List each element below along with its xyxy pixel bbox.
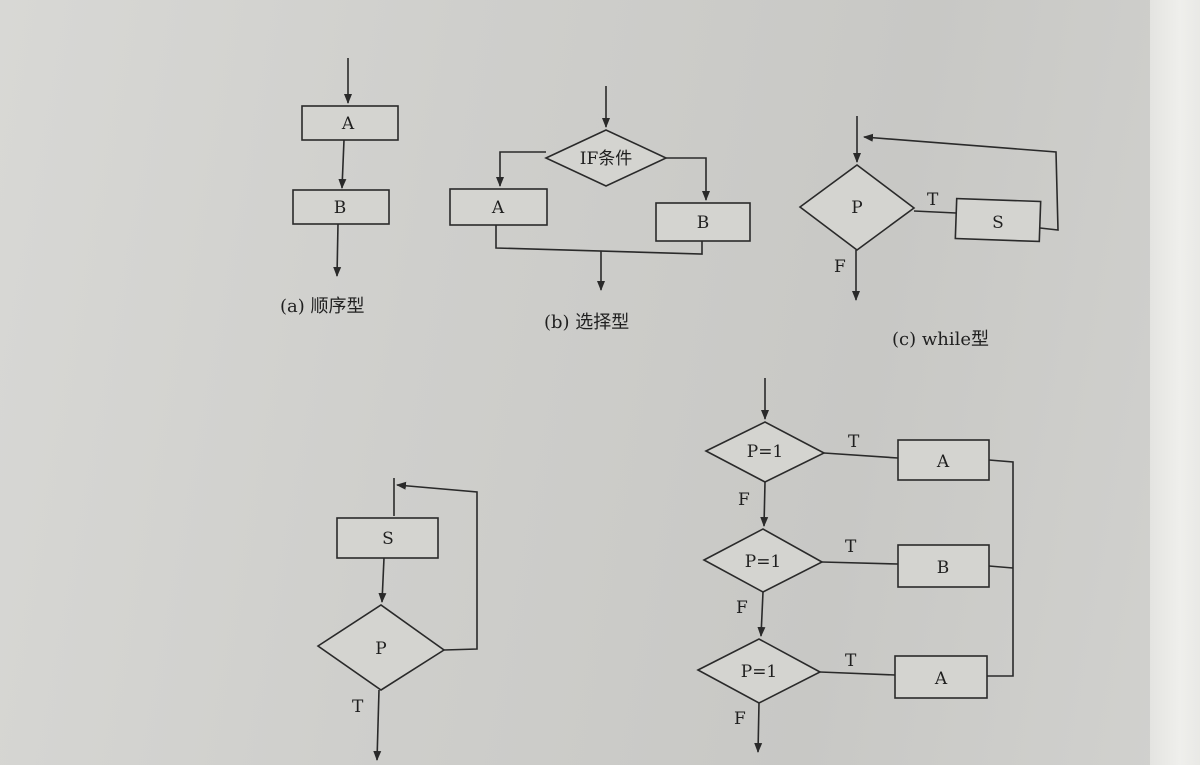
flow-arrow [378, 557, 387, 603]
true-branch-line [823, 452, 899, 459]
flow-arrow [496, 151, 546, 187]
flow-arrow [754, 702, 763, 753]
true-label: T [848, 432, 860, 452]
merge-line [988, 565, 1014, 569]
decision-label: P=1 [741, 662, 778, 682]
process-label: B [334, 198, 347, 218]
process-label: S [382, 529, 394, 549]
process-box-b [292, 189, 390, 225]
caption-c: (c) while型 [892, 329, 989, 350]
true-label: T [845, 537, 857, 557]
loop-back-arrow [863, 133, 1059, 231]
flow-arrow [666, 157, 710, 201]
panel-c-while: P T S F (c) while型 [798, 116, 1059, 350]
false-label: F [738, 490, 750, 510]
flow-arrow [338, 139, 347, 189]
action-label: A [934, 669, 948, 689]
true-label: T [845, 651, 857, 671]
action-label: A [936, 452, 950, 472]
process-box-s [336, 517, 439, 559]
caption-a: (a) 顺序型 [280, 296, 365, 317]
panel-b-selection: IF条件 A B (b) 选择型 [449, 86, 751, 333]
process-box-a [449, 188, 548, 226]
decision-label: P [851, 198, 862, 218]
false-label: F [834, 257, 846, 277]
false-label: F [734, 709, 746, 729]
decision-diamond [798, 164, 916, 251]
flow-arrow [333, 223, 342, 277]
process-label: B [697, 213, 710, 233]
true-branch-line [821, 561, 899, 565]
flow-arrow [757, 591, 766, 637]
action-box [894, 655, 988, 699]
merge-line [495, 225, 703, 255]
panel-e-case: P=1 T A F P=1 T B F P=1 T A F [696, 378, 1014, 753]
process-box-s [954, 197, 1042, 243]
panel-a-sequence: A B (a) 顺序型 [280, 58, 399, 317]
process-label: S [992, 213, 1004, 233]
loop-back-arrow [396, 481, 478, 651]
process-label: A [341, 114, 355, 134]
action-box [897, 544, 990, 588]
decision-label: P=1 [745, 552, 782, 572]
process-label: A [491, 198, 505, 218]
false-label: F [736, 598, 748, 618]
action-label: B [937, 558, 950, 578]
flow-arrow [760, 481, 769, 527]
process-box-a [301, 105, 399, 141]
true-label: T [927, 190, 939, 210]
decision-label: IF条件 [580, 149, 633, 169]
decision-label: P [375, 639, 386, 659]
flow-arrow [373, 689, 382, 761]
true-branch-line [819, 671, 896, 676]
process-box-b [655, 202, 751, 242]
caption-b: (b) 选择型 [544, 312, 629, 333]
true-branch-line [913, 210, 957, 214]
merge-line [987, 459, 1014, 677]
true-label: T [352, 697, 364, 717]
panel-d-until: S P T [316, 478, 478, 761]
decision-label: P=1 [747, 442, 784, 462]
